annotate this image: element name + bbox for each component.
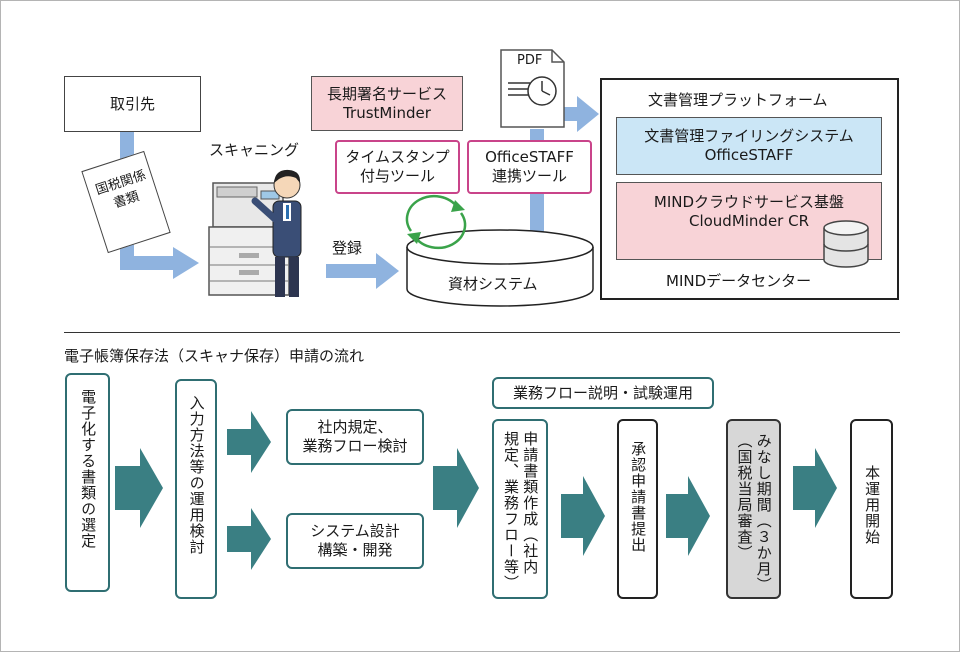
step2-box: 入力方法等の運用検討 [175, 379, 217, 599]
timestamp-tool-line1: タイムスタンプ [345, 148, 450, 167]
step3a-box: 社内規定、 業務フロー検討 [286, 409, 424, 465]
arrow-step3-to-step4 [433, 448, 479, 528]
step6-col1: みなし期間（３か月） [754, 433, 773, 593]
timestamp-tool-line2: 付与ツール [359, 167, 435, 185]
flow-section-title: 電子帳簿保存法（スキャナ保存）申請の流れ [64, 347, 365, 365]
step7-label: 本運用開始 [863, 465, 882, 545]
arrow-step5-to-step6 [666, 476, 710, 556]
pdf-clock-icon [500, 49, 565, 128]
step3b-box: システム設計 構築・開発 [286, 513, 424, 569]
timestamp-tool-box: タイムスタンプ 付与ツール [335, 140, 460, 194]
pdf-label: PDF [517, 53, 543, 68]
step1-box: 電子化する書類の選定 [65, 373, 110, 592]
scanner-operator-illustration [208, 169, 302, 297]
register-arrow-shaft [326, 264, 378, 278]
arrow-step2-to-step3b [227, 508, 271, 570]
database-icon [823, 220, 869, 268]
register-arrowhead [376, 253, 399, 289]
step5-box: 承認申請書提出 [617, 419, 658, 599]
arrow-step1-to-step2 [115, 448, 163, 528]
person-icon [251, 169, 302, 297]
step3a-line1: 社内規定、 [317, 418, 393, 437]
trustminder-line1: 長期署名サービス [326, 84, 447, 103]
step1-label: 電子化する書類の選定 [79, 389, 98, 549]
step7-box: 本運用開始 [850, 419, 893, 599]
step4-header-label: 業務フロー説明・試験運用 [512, 383, 693, 402]
filing-system-line1: 文書管理ファイリングシステム [644, 127, 854, 146]
datacenter-label: MINDデータセンター [666, 272, 812, 290]
filing-system-line2: OfficeSTAFF [704, 146, 794, 164]
step4-box: 申請書類作成（社内 規定、業務フロー等） [492, 419, 548, 599]
officestaff-tool-box: OfficeSTAFF 連携ツール [467, 140, 592, 194]
cloud-service-line1: MINDクラウドサービス基盤 [653, 193, 845, 211]
step4-col1: 申請書類作成（社内 [521, 431, 540, 575]
step6-col2: （国税当局審査） [735, 433, 754, 561]
client-box: 取引先 [64, 76, 201, 132]
material-system-label: 資材システム [448, 275, 538, 293]
register-label: 登録 [332, 239, 363, 257]
step5-label: 承認申請書提出 [629, 441, 648, 553]
platform-box: 文書管理プラットフォーム 文書管理ファイリングシステム OfficeSTAFF … [600, 78, 899, 300]
arrow-step4-to-step5 [561, 476, 605, 556]
material-system-cylinder [406, 229, 594, 307]
client-label: 取引先 [109, 94, 155, 113]
section-divider [64, 332, 900, 333]
step4-header-box: 業務フロー説明・試験運用 [492, 377, 714, 409]
client-to-scanner-arrowhead [173, 247, 199, 279]
officestaff-tool-line1: OfficeSTAFF [485, 148, 574, 167]
trustminder-box: 長期署名サービス TrustMinder [311, 76, 463, 131]
scanning-label: スキャニング [209, 141, 300, 159]
arrow-step2-to-step3a [227, 411, 271, 473]
step3b-line2: 構築・開発 [317, 541, 393, 559]
trustminder-line2: TrustMinder [343, 103, 431, 122]
step3b-line1: システム設計 [310, 522, 400, 541]
step4-col2: 規定、業務フロー等） [502, 431, 520, 591]
filing-system-box: 文書管理ファイリングシステム OfficeSTAFF [616, 117, 882, 175]
step3a-line2: 業務フロー検討 [302, 437, 408, 455]
step2-label: 入力方法等の運用検討 [187, 395, 206, 555]
step6-box: みなし期間（３か月） （国税当局審査） [726, 419, 781, 599]
cloud-service-line2: CloudMinder CR [688, 211, 810, 230]
cycle-arrows-icon [405, 194, 467, 250]
pdf-to-platform-arrowhead [577, 96, 599, 132]
arrow-step6-to-step7 [793, 448, 837, 528]
officestaff-tool-line2: 連携ツール [491, 167, 567, 185]
platform-title: 文書管理プラットフォーム [648, 91, 828, 109]
